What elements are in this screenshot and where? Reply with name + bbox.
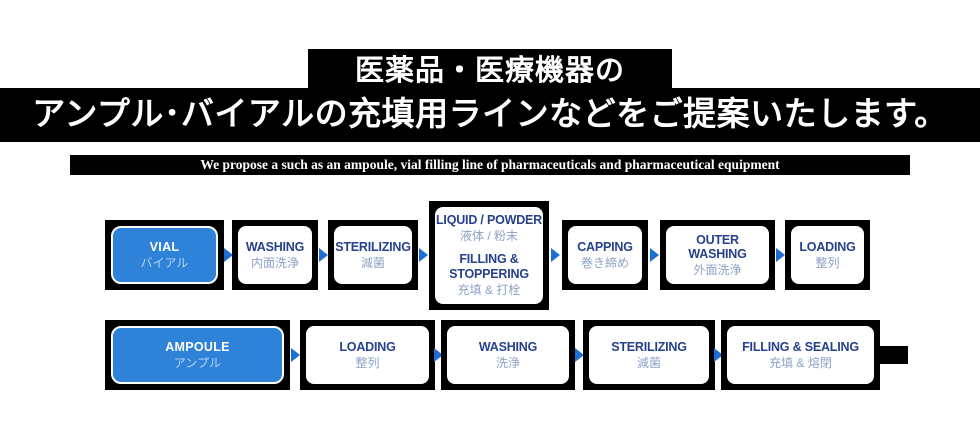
headline-secondary: アンプル･バイアルの充填用ラインなどをご提案いたします。 <box>0 88 980 142</box>
flow-step-ampoule: AMPOULE アンプル <box>105 320 290 390</box>
flow-step-capping: CAPPING 巻き締め <box>562 220 648 290</box>
step-label-en: STERILIZING <box>611 339 687 354</box>
flow-step-washing: WASHING 洗浄 <box>441 320 575 390</box>
arrow-right-icon <box>713 348 723 362</box>
arrow-right-icon <box>775 248 785 262</box>
arrow-right-icon <box>419 248 428 262</box>
arrow-right-icon <box>290 348 300 362</box>
step-label-en: LIQUID / POWDER <box>435 212 543 227</box>
step-label-en: WASHING <box>245 239 305 254</box>
arrow-right-icon <box>318 248 328 262</box>
step-label-ja: 整列 <box>815 256 840 271</box>
arrow-right-icon <box>551 248 560 262</box>
flow-step-washing: WASHING 内面洗浄 <box>232 220 318 290</box>
flow-connector <box>433 320 443 390</box>
vial-flow-row: VIAL バイアル WASHING 内面洗浄 STERILIZING 減菌 LI… <box>105 200 870 310</box>
step-label-ja: 液体 / 粉末 <box>459 229 518 244</box>
flow-step-filling-sealing: FILLING & SEALING 充填 & 熔閉 <box>721 320 880 390</box>
step-label-ja: 巻き締め <box>580 256 629 271</box>
step-label-ja: 外面洗浄 <box>693 263 742 278</box>
arrow-right-icon <box>433 348 443 362</box>
headline-primary: 医薬品・医療機器の <box>308 49 672 92</box>
flow-connector <box>574 320 584 390</box>
step-label-en: VIAL <box>149 239 180 254</box>
step-label-ja: アンプル <box>173 356 222 371</box>
flow-connector <box>418 220 429 290</box>
flow-end-connector <box>880 346 908 364</box>
flow-step-loading: LOADING 整列 <box>300 320 435 390</box>
step-label-ja: 減菌 <box>360 256 385 271</box>
arrow-right-icon <box>223 248 233 262</box>
flow-connector <box>549 220 562 290</box>
step-label-en: CAPPING <box>577 239 633 254</box>
step-label-ja: 充填 & 熔閉 <box>769 356 832 371</box>
step-label-en: AMPOULE <box>165 339 230 354</box>
step-label-en: STERILIZING <box>335 239 411 254</box>
flow-connector <box>318 220 328 290</box>
step-label-ja: 内面洗浄 <box>250 256 299 271</box>
arrow-right-icon <box>574 348 584 362</box>
step-label-ja: 減菌 <box>636 356 661 371</box>
step-label-en: LOADING <box>339 339 396 354</box>
flow-step-sterilizing: STERILIZING 減菌 <box>328 220 418 290</box>
flow-step-sterilizing: STERILIZING 減菌 <box>583 320 715 390</box>
step-label-en: LOADING <box>799 239 856 254</box>
flow-step-vial: VIAL バイアル <box>105 220 224 290</box>
step-label-en: OUTER WASHING <box>688 232 747 261</box>
step-label-ja: 整列 <box>355 356 380 371</box>
flow-connector <box>648 220 660 290</box>
step-label-ja: 洗浄 <box>495 356 520 371</box>
ampoule-flow-row: AMPOULE アンプル LOADING 整列 WASHING 洗浄 STERI… <box>105 320 908 390</box>
step-label-en: FILLING & STOPPERING <box>449 252 529 281</box>
flow-connector <box>290 320 300 390</box>
step-label-en: WASHING <box>478 339 538 354</box>
arrow-right-icon <box>649 248 659 262</box>
step-label-en: FILLING & SEALING <box>742 339 859 354</box>
flow-step-filling-stoppering: LIQUID / POWDER 液体 / 粉末 FILLING & STOPPE… <box>429 200 549 310</box>
flow-connector <box>713 320 723 390</box>
step-label-ja: 充填 & 打栓 <box>457 283 521 298</box>
flow-step-loading: LOADING 整列 <box>785 220 870 290</box>
flow-connector <box>775 220 785 290</box>
headline-english: We propose a such as an ampoule, vial fi… <box>70 155 910 175</box>
step-label-ja: バイアル <box>140 256 189 271</box>
flow-connector <box>223 220 233 290</box>
flow-step-outer-washing: OUTER WASHING 外面洗浄 <box>660 220 775 290</box>
